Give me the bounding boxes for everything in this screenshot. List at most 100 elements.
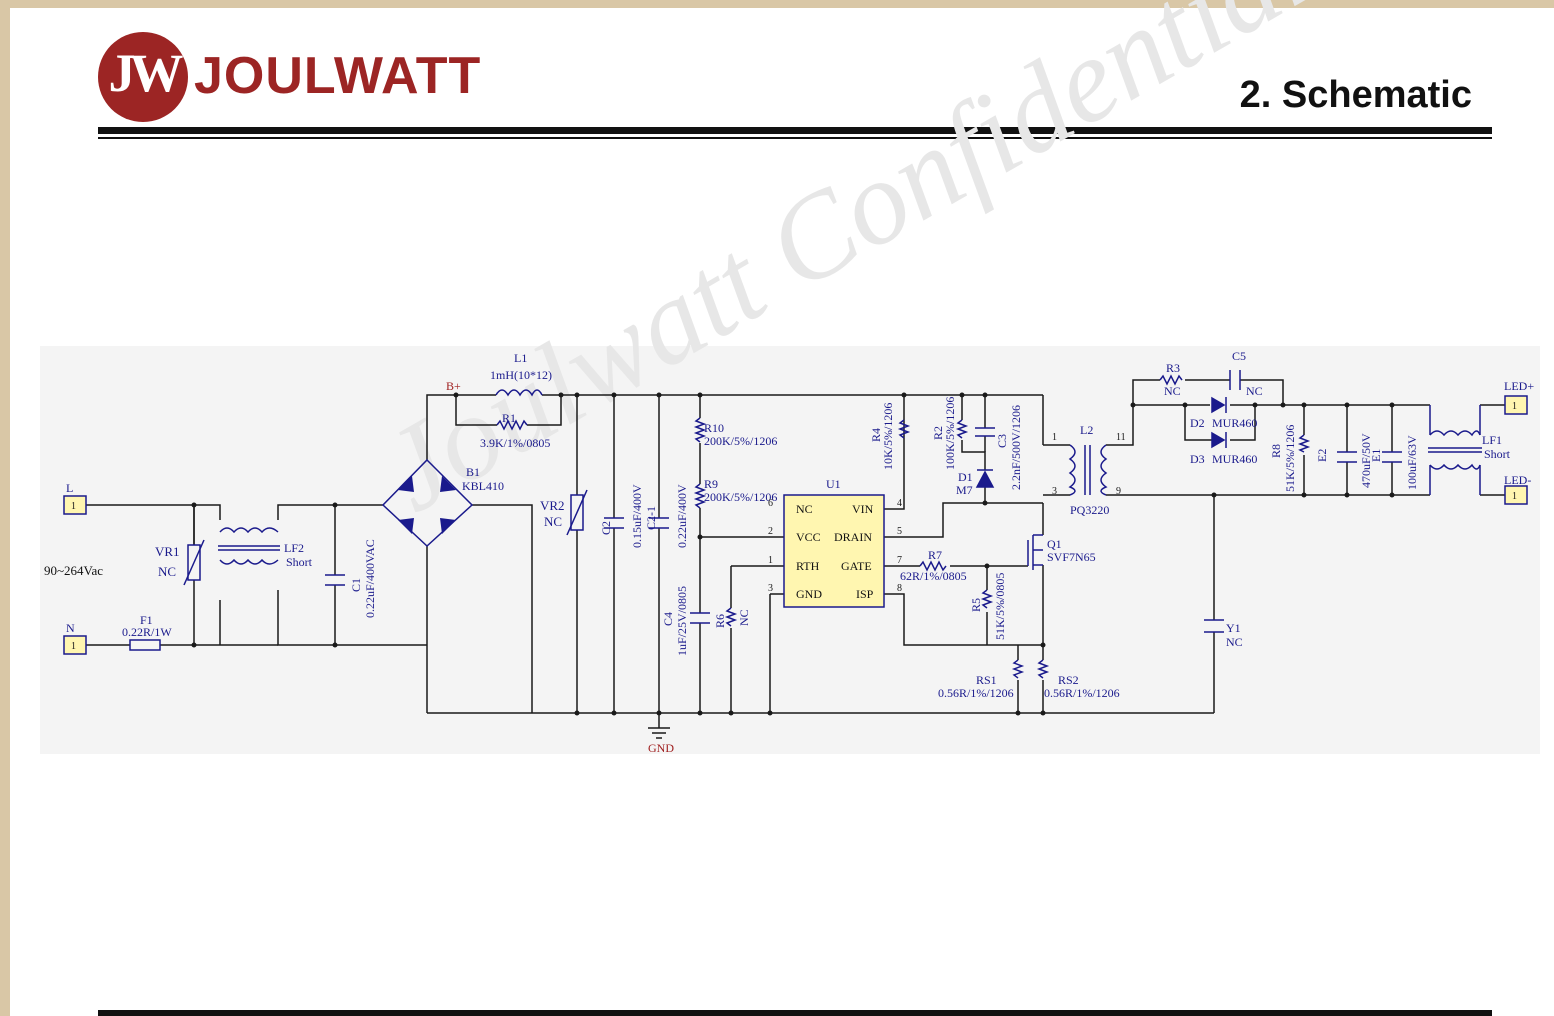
- page-title: 2. Schematic: [1239, 74, 1472, 116]
- u1-pinnum-1: 1: [768, 555, 773, 566]
- lf2-value: Short: [286, 555, 313, 569]
- r4-value: 10K/5%/1206: [881, 403, 895, 470]
- led-plus-label: LED+: [1504, 379, 1534, 393]
- d3-ref: D3: [1190, 452, 1205, 466]
- u1-pinnum-8: 8: [897, 583, 902, 594]
- c1-ref: C1: [349, 578, 363, 592]
- r10-value: 200K/5%/1206: [704, 434, 777, 448]
- u1-ref: U1: [826, 477, 841, 491]
- r9-value: 200K/5%/1206: [704, 490, 777, 504]
- lf2-ref: LF2: [284, 541, 304, 555]
- u1-pin-gnd: GND: [796, 587, 822, 601]
- page-frame-left: [0, 0, 10, 1016]
- label-N: N: [66, 621, 75, 635]
- c1-value: 0.22uF/400VAC: [363, 539, 377, 618]
- c2-1-value: 0.22uF/400V: [675, 484, 689, 548]
- u1-pinnum-2: 2: [768, 526, 773, 537]
- y1-value: NC: [1226, 635, 1243, 649]
- pin-L: 1: [71, 501, 76, 512]
- vr2-value: NC: [544, 514, 562, 529]
- r10-ref: R10: [704, 421, 724, 435]
- d2-ref: D2: [1190, 416, 1205, 430]
- rs2-ref: RS2: [1058, 673, 1079, 687]
- q1-value: SVF7N65: [1047, 550, 1096, 564]
- pin-N: 1: [71, 641, 76, 652]
- connector-led-plus: [1504, 395, 1528, 415]
- connector-N: [63, 635, 87, 655]
- lf1-value: Short: [1484, 447, 1511, 461]
- joulwatt-logo: JW JOULWATT: [98, 32, 488, 128]
- header-rule: [98, 127, 1492, 134]
- l2-pin-3: 3: [1052, 486, 1057, 497]
- r6-value: NC: [737, 609, 751, 626]
- u1-pinnum-4: 4: [897, 498, 902, 509]
- u1-pin-drain: DRAIN: [834, 530, 872, 544]
- r8-ref: R8: [1269, 444, 1283, 458]
- c2-ref: C2: [599, 521, 613, 535]
- rs1-value: 0.56R/1%/1206: [938, 686, 1014, 700]
- input-voltage: 90~264Vac: [44, 563, 103, 578]
- header-rule-thin: [98, 137, 1492, 139]
- r4-ref: R4: [869, 428, 883, 442]
- footer-rule: [98, 1010, 1492, 1016]
- c5-value: NC: [1246, 384, 1263, 398]
- l1-ref: L1: [514, 351, 527, 365]
- r6-ref: R6: [713, 614, 727, 628]
- c2-1-ref: C2-1: [644, 506, 658, 530]
- r7-value: 62R/1%/0805: [900, 569, 967, 583]
- u1-pinnum-7: 7: [897, 555, 902, 566]
- r3-value: NC: [1164, 384, 1181, 398]
- l2-pin-11: 11: [1116, 432, 1126, 443]
- rs2-value: 0.56R/1%/1206: [1044, 686, 1120, 700]
- u1-pinnum-6: 6: [768, 498, 773, 509]
- u1-pin-vcc: VCC: [796, 530, 821, 544]
- f1-ref: F1: [140, 613, 153, 627]
- l2-value: PQ3220: [1070, 503, 1109, 517]
- led-minus-label: LED-: [1504, 473, 1531, 487]
- l2-pin-1: 1: [1052, 432, 1057, 443]
- bplus-label: B+: [446, 379, 461, 393]
- u1-pin-gate: GATE: [841, 559, 872, 573]
- b1-ref: B1: [466, 465, 480, 479]
- l1-value: 1mH(10*12): [490, 368, 552, 382]
- r7-ref: R7: [928, 548, 942, 562]
- d1-ref: D1: [958, 470, 973, 484]
- u1-pin-vin: VIN: [852, 502, 874, 516]
- u1-pinnum-3: 3: [768, 583, 773, 594]
- r2-value: 100K/5%/1206: [943, 397, 957, 470]
- lf1-ref: LF1: [1482, 433, 1502, 447]
- pin-led-minus: 1: [1512, 491, 1517, 502]
- r5-ref: R5: [969, 598, 983, 612]
- ic-u1: [783, 494, 885, 608]
- u1-pin-nc: NC: [796, 502, 813, 516]
- r1-value: 3.9K/1%/0805: [480, 436, 550, 450]
- r2-ref: R2: [931, 426, 945, 440]
- r9-ref: R9: [704, 477, 718, 491]
- vr1-value: NC: [158, 564, 176, 579]
- y1-ref: Y1: [1226, 621, 1241, 635]
- d2-value: MUR460: [1212, 416, 1257, 430]
- d1-value: M7: [956, 483, 973, 497]
- logo-wordmark: JOULWATT: [194, 47, 482, 105]
- page-frame-top: [0, 0, 1554, 8]
- vr2-ref: VR2: [540, 498, 565, 513]
- logo-mark: JW: [98, 32, 188, 122]
- q1-ref: Q1: [1047, 537, 1062, 551]
- c2-value: 0.15uF/400V: [630, 484, 644, 548]
- b1-value: KBL410: [462, 479, 504, 493]
- d3-value: MUR460: [1212, 452, 1257, 466]
- l2-ref: L2: [1080, 423, 1093, 437]
- u1-pinnum-5: 5: [897, 526, 902, 537]
- label-L: L: [66, 481, 73, 495]
- rs1-ref: RS1: [976, 673, 997, 687]
- gnd-label: GND: [648, 741, 674, 755]
- f1-value: 0.22R/1W: [122, 625, 172, 639]
- c4-value: 1uF/25V/0805: [675, 586, 689, 656]
- r1-ref: R1: [502, 411, 516, 425]
- e2-ref: E2: [1315, 449, 1329, 462]
- u1-pin-rth: RTH: [796, 559, 820, 573]
- connector-L: [63, 495, 87, 515]
- fuse-f1: [129, 639, 161, 651]
- c3-ref: C3: [995, 434, 1009, 448]
